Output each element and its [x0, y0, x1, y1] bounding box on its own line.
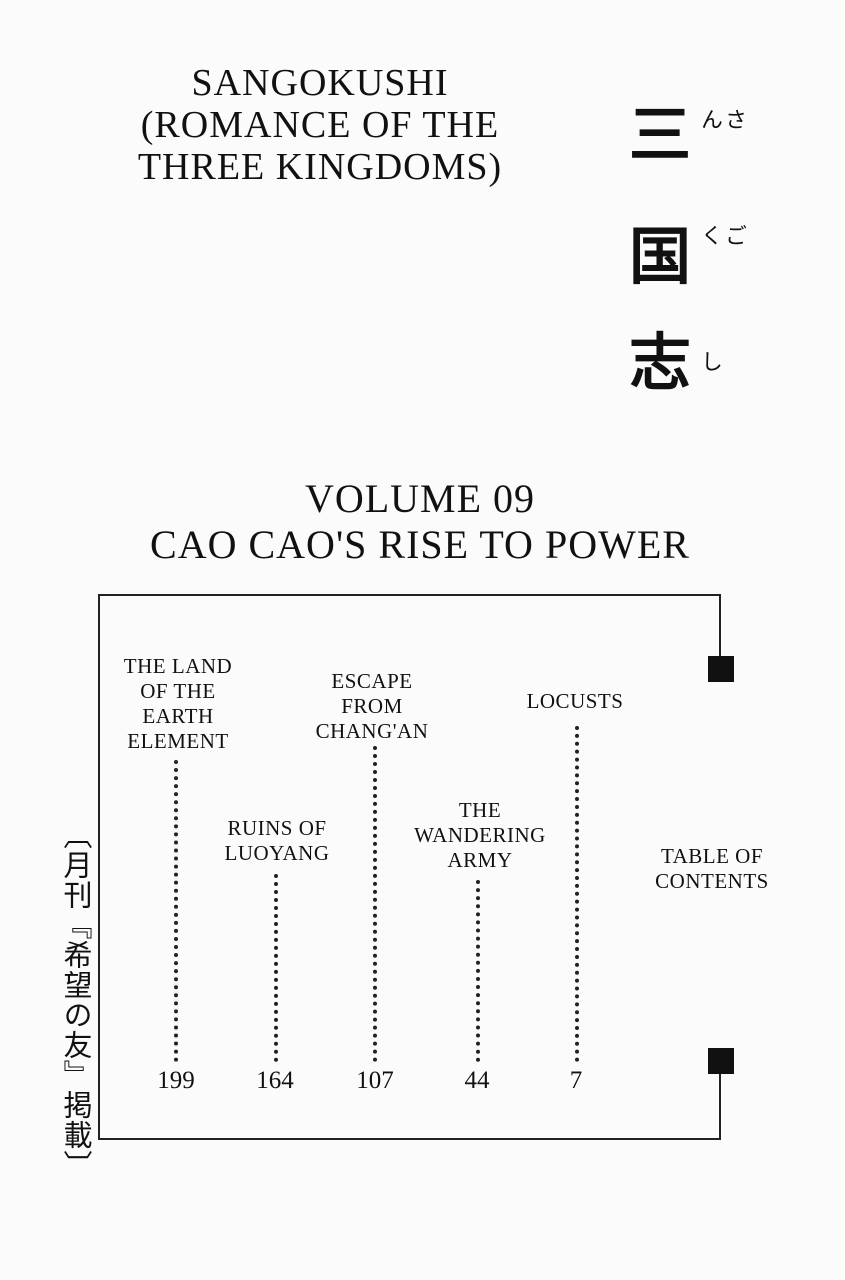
furigana-goku: ごく	[697, 224, 746, 246]
chapter-title-line: OF THE	[140, 679, 216, 703]
frame-marker-bottom	[708, 1048, 734, 1074]
chapter-title-line: THE LAND	[123, 654, 233, 678]
chapter-title-line: LUOYANG	[224, 841, 330, 865]
title-line-2: (ROMANCE OF THE	[140, 104, 500, 146]
page-number[interactable]: 164	[256, 1067, 294, 1094]
furigana-shi: し	[697, 350, 722, 372]
chapter-title-line: CHANG'AN	[315, 719, 429, 743]
page-number[interactable]: 107	[356, 1067, 394, 1094]
chapter-title-line: LOCUSTS	[526, 689, 624, 713]
dotted-leader	[373, 746, 377, 1062]
chapter-title-line: EARTH	[142, 704, 214, 728]
kanji-san: 三	[628, 98, 691, 171]
chapter-title-ruins-of-luoyang[interactable]: RUINS OF LUOYANG	[207, 816, 347, 866]
page-number[interactable]: 7	[569, 1067, 583, 1094]
chapter-title-locusts[interactable]: LOCUSTS	[505, 689, 645, 714]
frame-right-edge-bottom	[719, 1064, 721, 1140]
frame-marker-top	[708, 656, 734, 682]
frame-right-edge-top	[719, 594, 721, 664]
dotted-leader	[476, 880, 480, 1062]
chapter-title-line: RUINS OF	[227, 816, 327, 840]
dotted-leader	[575, 726, 579, 1062]
chapter-title-earth-element[interactable]: THE LAND OF THE EARTH ELEMENT	[108, 654, 248, 754]
chapter-title-line: ESCAPE	[331, 669, 413, 693]
volume-subtitle: CAO CAO'S RISE TO POWER	[150, 522, 690, 567]
volume-number: VOLUME 09	[304, 476, 536, 521]
english-title: SANGOKUSHI (ROMANCE OF THE THREE KINGDOM…	[60, 62, 580, 188]
page-number[interactable]: 44	[464, 1067, 490, 1094]
kanji-goku: 国	[628, 220, 691, 293]
toc-heading-line-2: CONTENTS	[655, 869, 769, 893]
title-line-3: THREE KINGDOMS)	[137, 146, 503, 188]
dotted-leader	[274, 874, 278, 1062]
table-of-contents-heading: TABLE OF CONTENTS	[642, 844, 782, 894]
contents-frame	[98, 594, 721, 1140]
toc-heading-line-1: TABLE OF	[660, 844, 764, 868]
chapter-title-line: ARMY	[447, 848, 513, 872]
chapter-title-line: ELEMENT	[127, 729, 229, 753]
title-line-1: SANGOKUSHI	[191, 62, 449, 104]
page-number[interactable]: 199	[157, 1067, 195, 1094]
chapter-title-line: WANDERING	[414, 823, 546, 847]
dotted-leader	[174, 760, 178, 1062]
publication-note: 〔月刊『希望の友』掲載〕	[59, 820, 93, 1180]
kanji-shi: 志	[628, 326, 691, 399]
volume-heading: VOLUME 09 CAO CAO'S RISE TO POWER	[60, 476, 780, 568]
chapter-title-line: THE	[458, 798, 502, 822]
furigana-san: さん	[697, 108, 746, 130]
chapter-title-wandering-army[interactable]: THE WANDERING ARMY	[400, 798, 560, 873]
chapter-title-line: FROM	[341, 694, 403, 718]
chapter-title-escape-from-changan[interactable]: ESCAPE FROM CHANG'AN	[302, 669, 442, 744]
